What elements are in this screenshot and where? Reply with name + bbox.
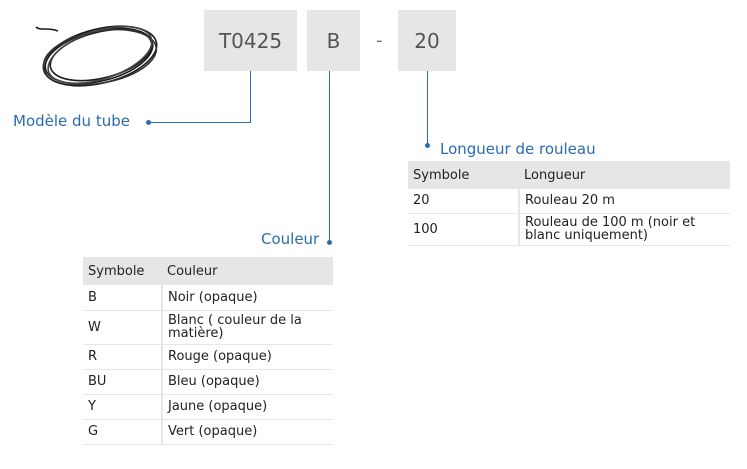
model-code-box: T0425 bbox=[204, 10, 297, 71]
table-header-row: Symbole Couleur bbox=[83, 257, 333, 285]
length-callout-label: Longueur de rouleau bbox=[440, 140, 596, 158]
symbol-cell: 100 bbox=[408, 213, 520, 246]
color-table: Symbole Couleur B Noir (opaque) W Blanc … bbox=[83, 257, 333, 445]
table-row: W Blanc ( couleur de la matière) bbox=[83, 310, 333, 345]
model-callout-line-v bbox=[250, 71, 251, 123]
table-header-cell: Symbole bbox=[408, 161, 519, 189]
value-cell: Bleu (opaque) bbox=[162, 369, 333, 395]
model-callout-dot bbox=[146, 120, 151, 125]
value-cell: Vert (opaque) bbox=[162, 419, 333, 445]
symbol-cell: W bbox=[83, 310, 163, 345]
symbol-cell: R bbox=[83, 344, 163, 370]
table-row: R Rouge (opaque) bbox=[83, 344, 333, 370]
value-cell: Rouleau de 100 m (noir et blanc uniqueme… bbox=[519, 213, 730, 246]
length-table: Symbole Longueur 20 Rouleau 20 m 100 Rou… bbox=[408, 161, 730, 246]
symbol-cell: B bbox=[83, 285, 163, 311]
table-row: G Vert (opaque) bbox=[83, 419, 333, 445]
table-header-cell: Longueur bbox=[519, 161, 730, 189]
color-code-box: B bbox=[307, 10, 360, 71]
table-header-cell: Couleur bbox=[162, 257, 333, 285]
color-callout-dot bbox=[327, 240, 332, 245]
color-callout-line-v bbox=[329, 71, 330, 241]
value-cell: Rouge (opaque) bbox=[162, 344, 333, 370]
length-code-box: 20 bbox=[398, 10, 456, 71]
table-row: BU Bleu (opaque) bbox=[83, 369, 333, 395]
value-cell: Noir (opaque) bbox=[162, 285, 333, 311]
model-callout-line-h bbox=[150, 122, 251, 123]
model-callout-label: Modèle du tube bbox=[13, 112, 130, 130]
symbol-cell: BU bbox=[83, 369, 163, 395]
code-separator: - bbox=[376, 30, 383, 51]
table-row: Y Jaune (opaque) bbox=[83, 394, 333, 420]
value-cell: Jaune (opaque) bbox=[162, 394, 333, 420]
symbol-cell: G bbox=[83, 419, 163, 445]
length-callout-dot bbox=[425, 143, 430, 148]
table-header-row: Symbole Longueur bbox=[408, 161, 730, 189]
table-header-cell: Symbole bbox=[83, 257, 162, 285]
table-row: 20 Rouleau 20 m bbox=[408, 189, 730, 214]
symbol-cell: 20 bbox=[408, 189, 520, 214]
length-callout-line-v bbox=[427, 71, 428, 146]
coiled-tube-image bbox=[35, 25, 158, 87]
table-row: B Noir (opaque) bbox=[83, 285, 333, 311]
value-cell: Blanc ( couleur de la matière) bbox=[162, 310, 333, 345]
symbol-cell: Y bbox=[83, 394, 163, 420]
color-callout-label: Couleur bbox=[261, 230, 320, 248]
table-row: 100 Rouleau de 100 m (noir et blanc uniq… bbox=[408, 213, 730, 246]
value-cell: Rouleau 20 m bbox=[519, 189, 730, 214]
